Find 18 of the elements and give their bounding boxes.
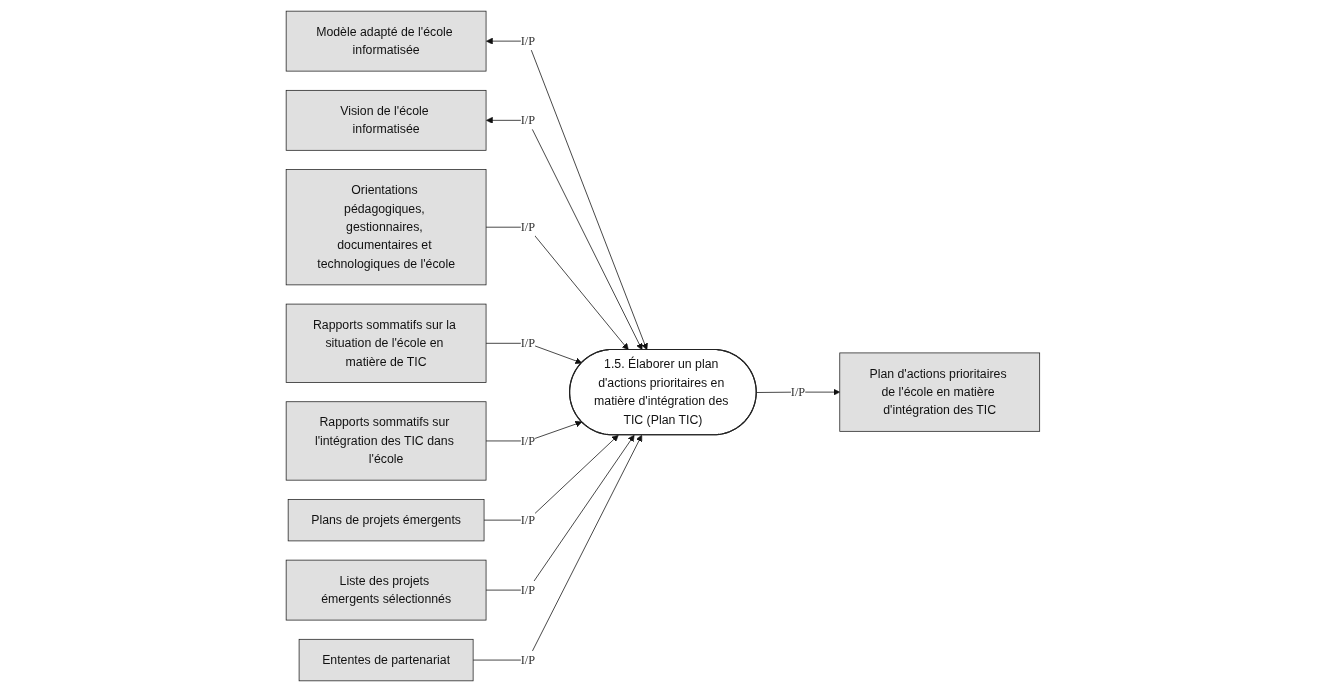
edge-label: I/P [520,583,535,597]
edge-label: I/P [520,220,535,234]
edge-label: I/P [520,434,535,448]
edge-label: I/P [520,113,535,127]
edge-label: I/P [520,513,535,527]
node-box: Ententes de partenariat [298,638,474,682]
edge-label: I/P [520,336,535,350]
node-box: Rapports sommatifs sur l'intégration des TIC dans l'école [285,401,487,481]
node-box: Orientations pédagogiques, gestionnaires, documentaires et technologiques de l'école [285,169,487,286]
node-box: Modèle adapté de l'école informatisée [285,10,487,72]
node-box: Vision de l'école informatisée [285,89,487,151]
edge-label: I/P [790,385,805,399]
node-box: Liste des projets émergents sélectionnés [285,559,487,621]
edge-label: I/P [520,34,535,48]
edge-label: I/P [520,653,535,667]
node-box: Plans de projets émergents [287,499,484,542]
node-box: Plan d'actions prioritaires de l'école en matière d'intégration des TIC [838,352,1040,432]
node-box: Rapports sommatifs sur la situation de l'école en matière de TIC [285,303,487,383]
